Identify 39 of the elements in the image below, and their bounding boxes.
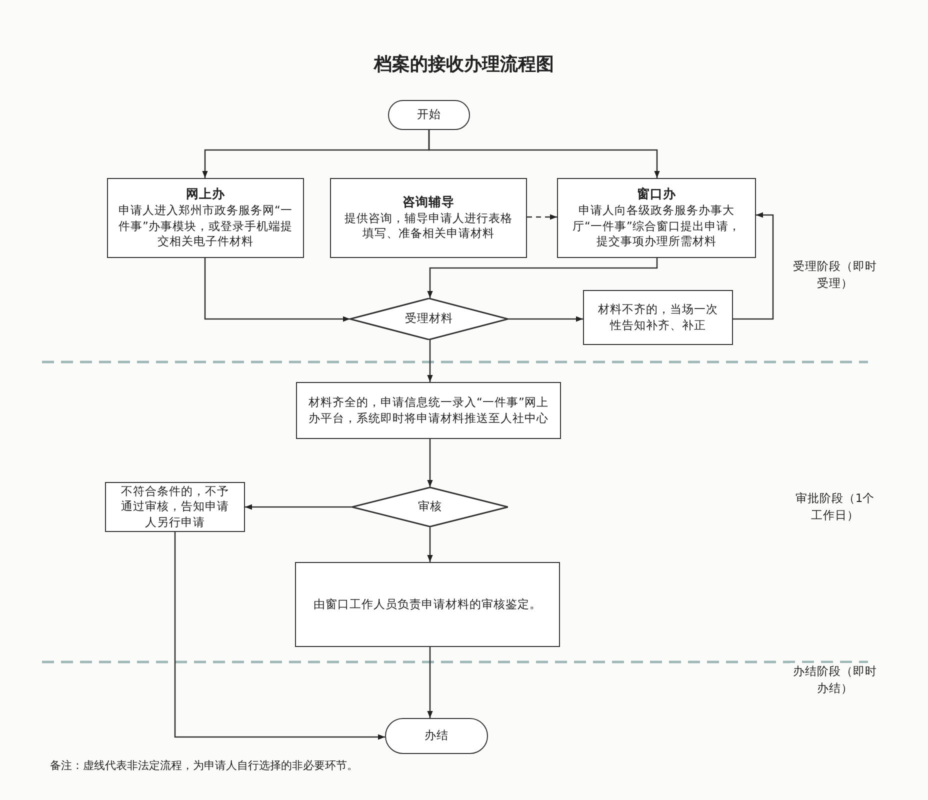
terminal-box [388,100,470,130]
process-box [105,482,245,532]
diagram-title: 档案的接收办理流程图 [372,53,555,76]
box-heading: 窗口办 [637,186,676,204]
process-box [296,382,561,439]
box-text: 材料不齐的，当场一次性告知补齐、补正 [597,302,719,334]
footnote: 备注：虚线代表非法定流程，为申请人自行选择的非必要环节。 [50,758,358,774]
box-text: 申请人向各级政务服务办事大厅“一件事”综合窗口提出申请，提交事项办理所需材料 [572,203,742,250]
box-heading: 咨询辅导 [402,194,454,211]
box-text: 不符合条件的，不予通过审核，告知申请人另行申请 [120,484,230,530]
box-heading: 网上办 [186,186,225,204]
arrow [733,212,774,320]
arrow [245,504,352,510]
decision-diamond [350,298,508,340]
process-box [330,178,527,258]
arrow [427,527,433,562]
terminal-label: 开始 [417,107,441,123]
box-text: 由窗口工作人员负责申请材料的审核鉴定。 [314,596,542,612]
terminal-box [385,718,488,754]
terminal-label: 办结 [424,728,448,744]
decision-diamond [352,487,508,527]
process-box [583,290,733,345]
arrow [527,214,557,220]
arrow [427,439,433,487]
box-text: 提供咨询，辅导申请人进行表格填写、准备相关申请材料 [344,210,514,242]
arrow [508,316,583,322]
process-box [295,562,560,647]
process-box [107,178,304,258]
arrow [427,258,658,298]
arrow [427,340,433,382]
box-text: 申请人进入郑州市政务服务网“一件事”办事模块，或登录手机端提交相关电子件材料 [118,203,293,250]
arrow [427,647,433,718]
diamond-label: 审核 [418,499,442,515]
arrow [204,258,350,322]
arrow [428,130,660,178]
box-text: 材料齐全的，申请信息统一录入“一件事”网上办平台，系统即时将申请材料推送至人社中心 [308,394,550,426]
process-box [557,178,756,258]
diamond-label: 受理材料 [405,311,453,327]
arrow [174,532,385,740]
